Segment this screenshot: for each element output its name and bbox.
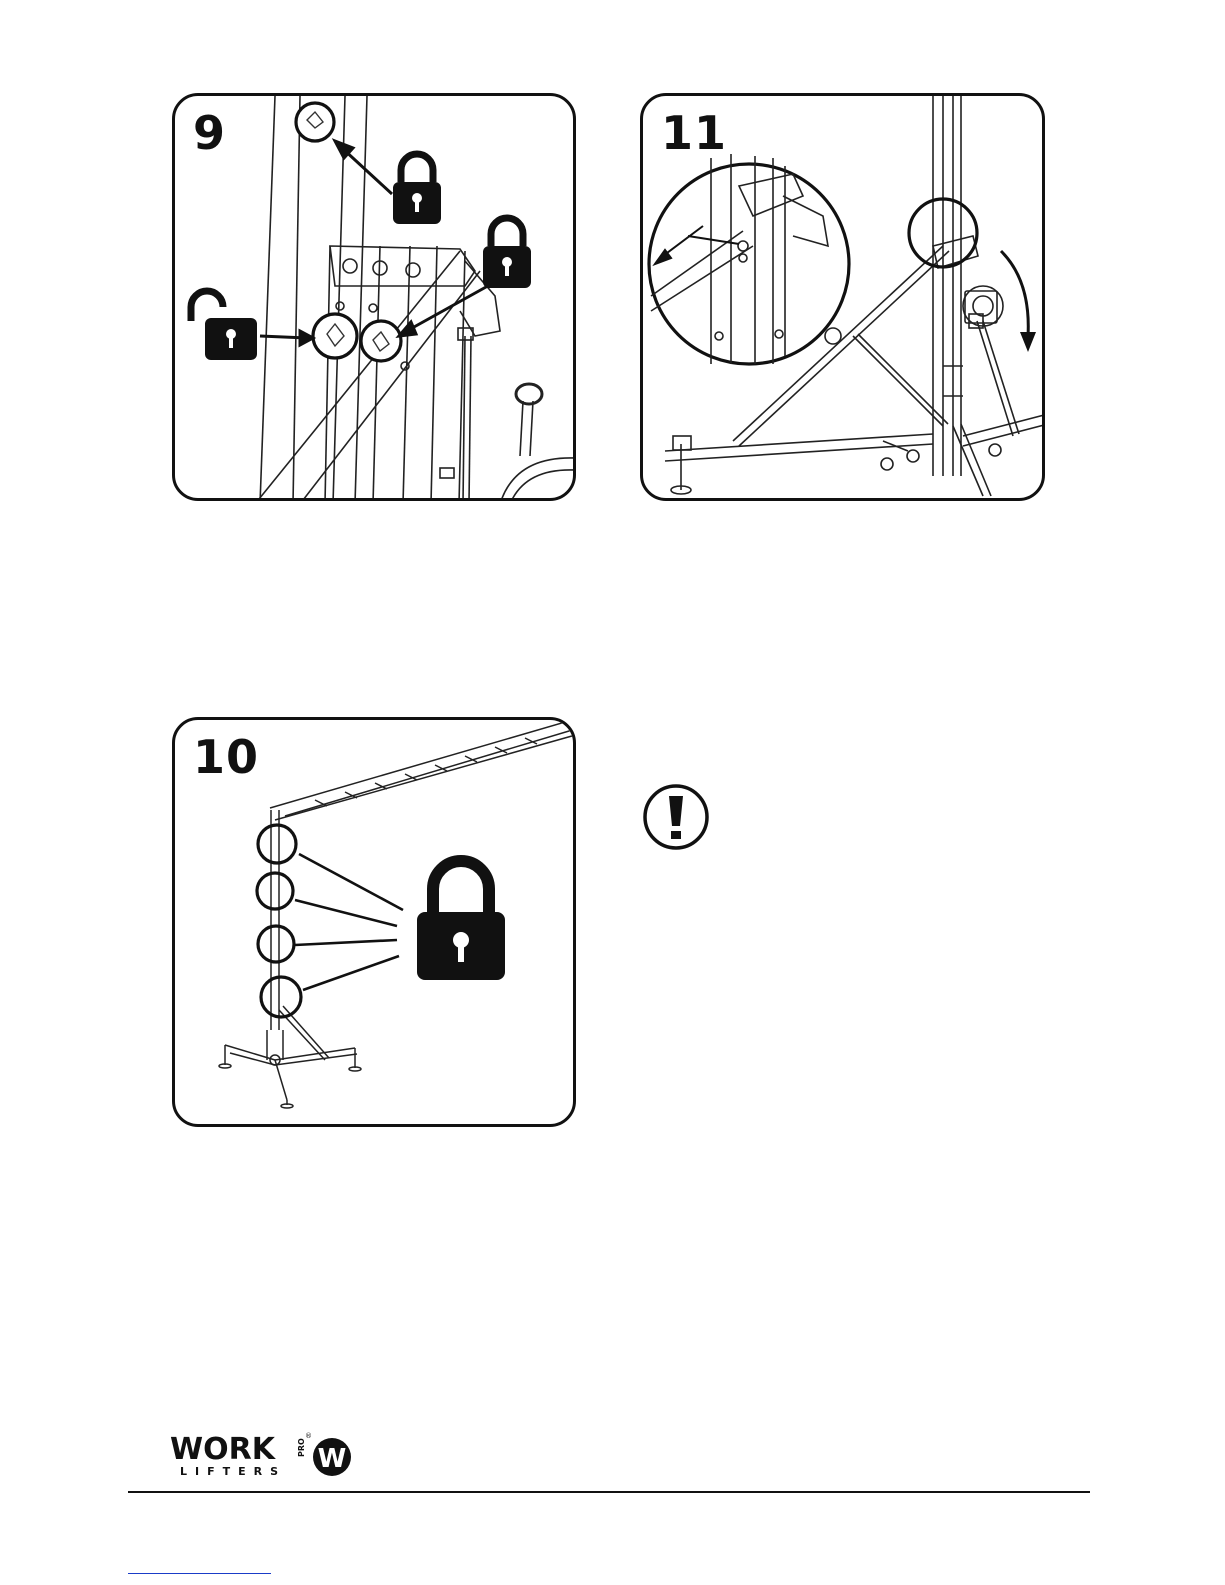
step-11-illustration: 11 xyxy=(640,93,1045,501)
step-number: 11 xyxy=(661,106,727,160)
lock-icon xyxy=(483,218,531,288)
lock-icon xyxy=(393,154,441,224)
worklifters-logo: WORK LIFTERS PRO ® W xyxy=(168,1431,358,1479)
logo-wordmark: WORK xyxy=(170,1432,277,1467)
step-number: 10 xyxy=(193,730,259,784)
logo-mark: W xyxy=(318,1444,347,1474)
logo-registered: ® xyxy=(305,1432,312,1440)
warning-icon xyxy=(641,782,711,852)
step-9-illustration: 9 xyxy=(172,93,576,501)
mast-locking-pins-drawing xyxy=(175,96,576,501)
logo-pro: PRO xyxy=(297,1438,306,1457)
lock-icon xyxy=(417,861,505,980)
footer-link-underline[interactable] xyxy=(128,1573,271,1574)
step-number: 9 xyxy=(193,106,226,160)
step-10-illustration: 10 xyxy=(172,717,576,1127)
unlock-icon xyxy=(191,291,257,360)
footer-rule xyxy=(128,1491,1090,1493)
logo-subtitle: LIFTERS xyxy=(180,1465,286,1478)
